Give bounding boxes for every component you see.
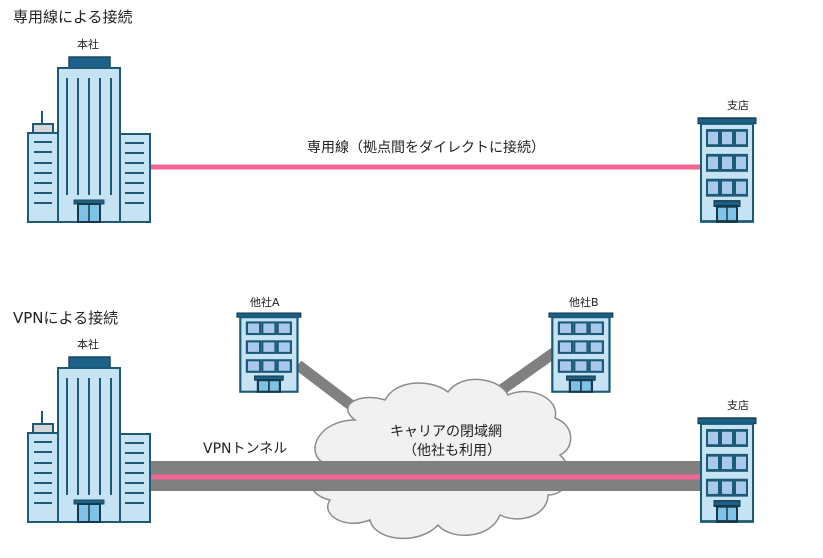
- hq-building-icon: [27, 56, 151, 223]
- vpn-hq-label: 本社: [77, 338, 99, 351]
- branch-label: 支店: [727, 99, 749, 112]
- cloud-label-line2: （他社も利用）: [403, 443, 501, 459]
- hq-label: 本社: [77, 38, 99, 51]
- branch-building-icon: [696, 116, 758, 223]
- vpn-branch-building-icon: [696, 416, 758, 523]
- section-title-vpn: VPNによる接続: [13, 309, 119, 327]
- leased-line-label: 専用線（拠点間をダイレクトに接続）: [307, 140, 545, 156]
- cloud-label-line1: キャリアの閉域網: [390, 424, 502, 440]
- section-title-leased-line: 専用線による接続: [13, 8, 133, 26]
- carrier-network-cloud: [309, 378, 572, 539]
- other-a-label: 他社A: [250, 296, 280, 309]
- vpn-branch-label: 支店: [727, 399, 749, 412]
- other-a-building-icon: [235, 311, 302, 393]
- other-b-building-icon: [547, 311, 614, 393]
- other-b-label: 他社B: [569, 296, 599, 309]
- vpn-hq-building-icon: [27, 356, 151, 523]
- vpn-tunnel-label: VPNトンネル: [203, 441, 288, 457]
